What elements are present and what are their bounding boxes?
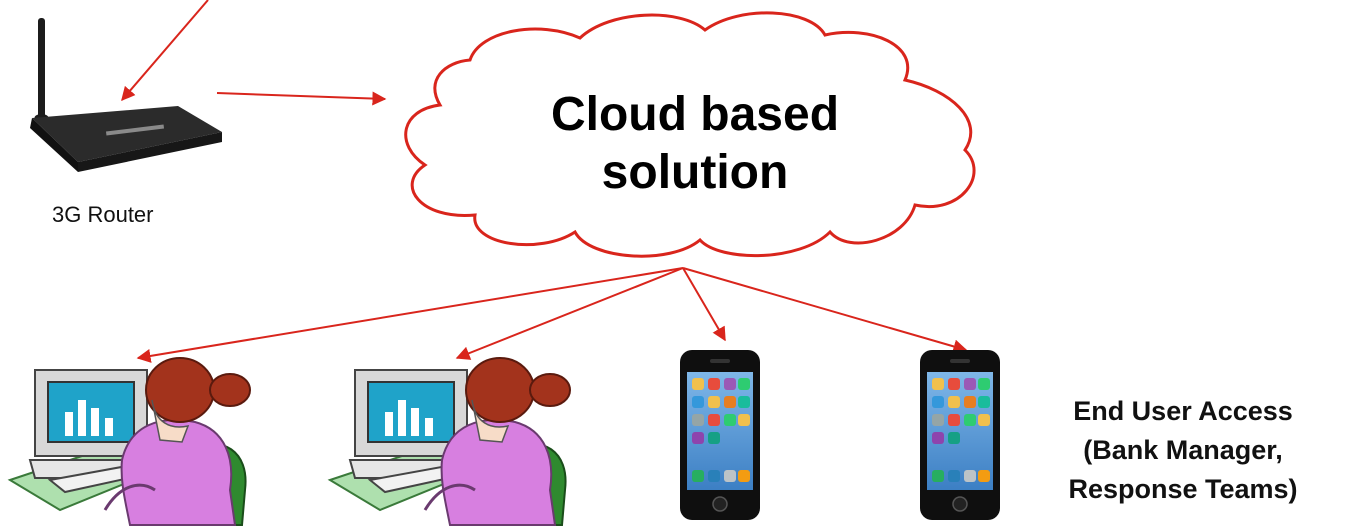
smartphone-icon-1 [680, 350, 760, 520]
router-icon [30, 18, 222, 172]
cloud-label-line-1: Cloud based [550, 88, 840, 141]
arrow-top-to-router [121, 0, 209, 102]
arrow-router-to-cloud [216, 91, 387, 106]
cloud-label-line-2: solution [601, 146, 789, 199]
cloud-shape [404, 11, 976, 258]
cloud-label: Cloud based solution [500, 86, 890, 202]
arrow-cloud-to-workstation-1 [136, 267, 684, 363]
end-user-label-line-1: End User Access [1073, 396, 1293, 426]
arrow-cloud-to-workstation-2 [455, 267, 684, 360]
smartphone-icon-2 [920, 350, 1000, 520]
end-user-label-line-2: (Bank Manager, [1083, 435, 1283, 465]
arrow-cloud-to-phone-2 [682, 267, 968, 354]
router-label: 3G Router [52, 202, 154, 227]
workstation-icon-1 [7, 357, 251, 526]
workstation-icon-2 [327, 357, 571, 526]
end-user-label-line-3: Response Teams) [1068, 474, 1298, 504]
arrow-cloud-to-phone-1 [682, 267, 726, 342]
end-user-label: End User Access (Bank Manager, Response … [1018, 392, 1348, 509]
